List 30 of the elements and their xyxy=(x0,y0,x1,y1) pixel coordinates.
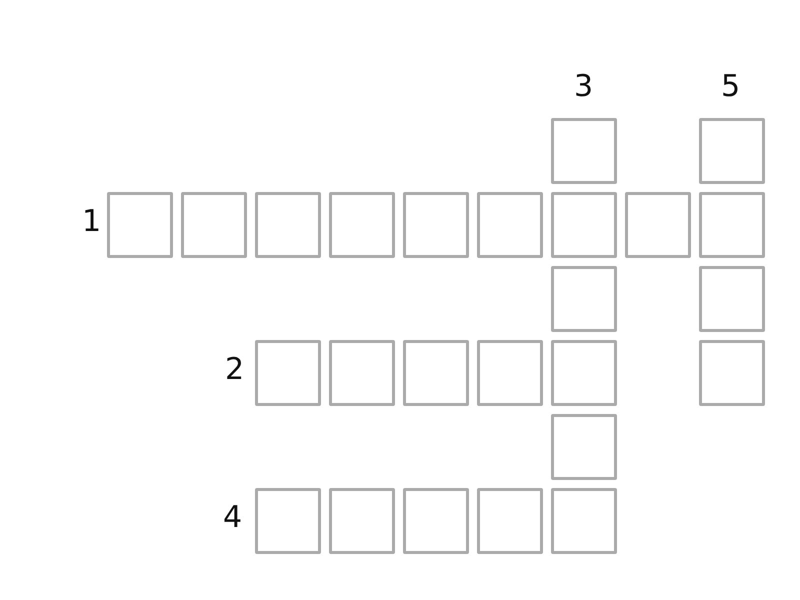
answer-box xyxy=(551,488,617,554)
answer-box xyxy=(699,192,765,258)
clue-number: 5 xyxy=(721,70,740,104)
answer-box xyxy=(551,414,617,480)
answer-box xyxy=(551,192,617,258)
answer-box xyxy=(403,192,469,258)
answer-box xyxy=(699,266,765,332)
clue-number: 3 xyxy=(574,70,594,104)
answer-box xyxy=(329,192,395,258)
answer-box xyxy=(477,488,543,554)
answer-box xyxy=(699,340,765,406)
answer-box xyxy=(403,488,469,554)
answer-box xyxy=(477,192,543,258)
answer-box xyxy=(329,488,395,554)
answer-box xyxy=(699,118,765,184)
answer-box xyxy=(107,192,173,258)
clue-number: 1 xyxy=(82,205,102,239)
answer-box xyxy=(181,192,247,258)
answer-box xyxy=(477,340,543,406)
answer-box xyxy=(255,340,321,406)
answer-box xyxy=(255,488,321,554)
answer-box xyxy=(329,340,395,406)
answer-box xyxy=(625,192,691,258)
answer-box xyxy=(551,340,617,406)
answer-box xyxy=(551,266,617,332)
clue-number: 4 xyxy=(223,501,242,535)
answer-box xyxy=(551,118,617,184)
answer-box xyxy=(255,192,321,258)
answer-box xyxy=(403,340,469,406)
clue-number: 2 xyxy=(225,353,244,387)
